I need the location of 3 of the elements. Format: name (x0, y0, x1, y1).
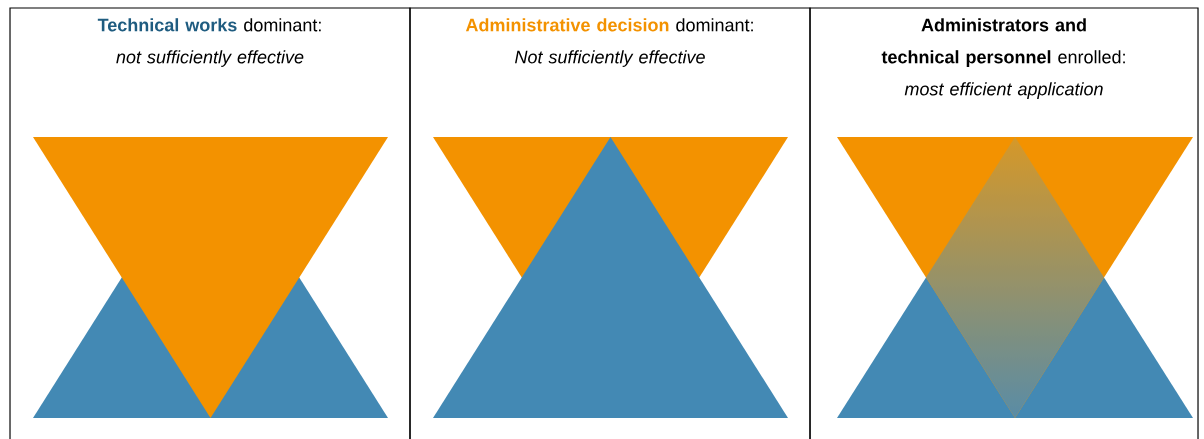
panel: Administrators and technical personnel enrolled: most efficient application (809, 7, 1199, 439)
panel: Technical works dominant: not sufficiently effective (9, 7, 411, 439)
panel: Administrative decision dominant: Not sufficiently effective (409, 7, 811, 439)
